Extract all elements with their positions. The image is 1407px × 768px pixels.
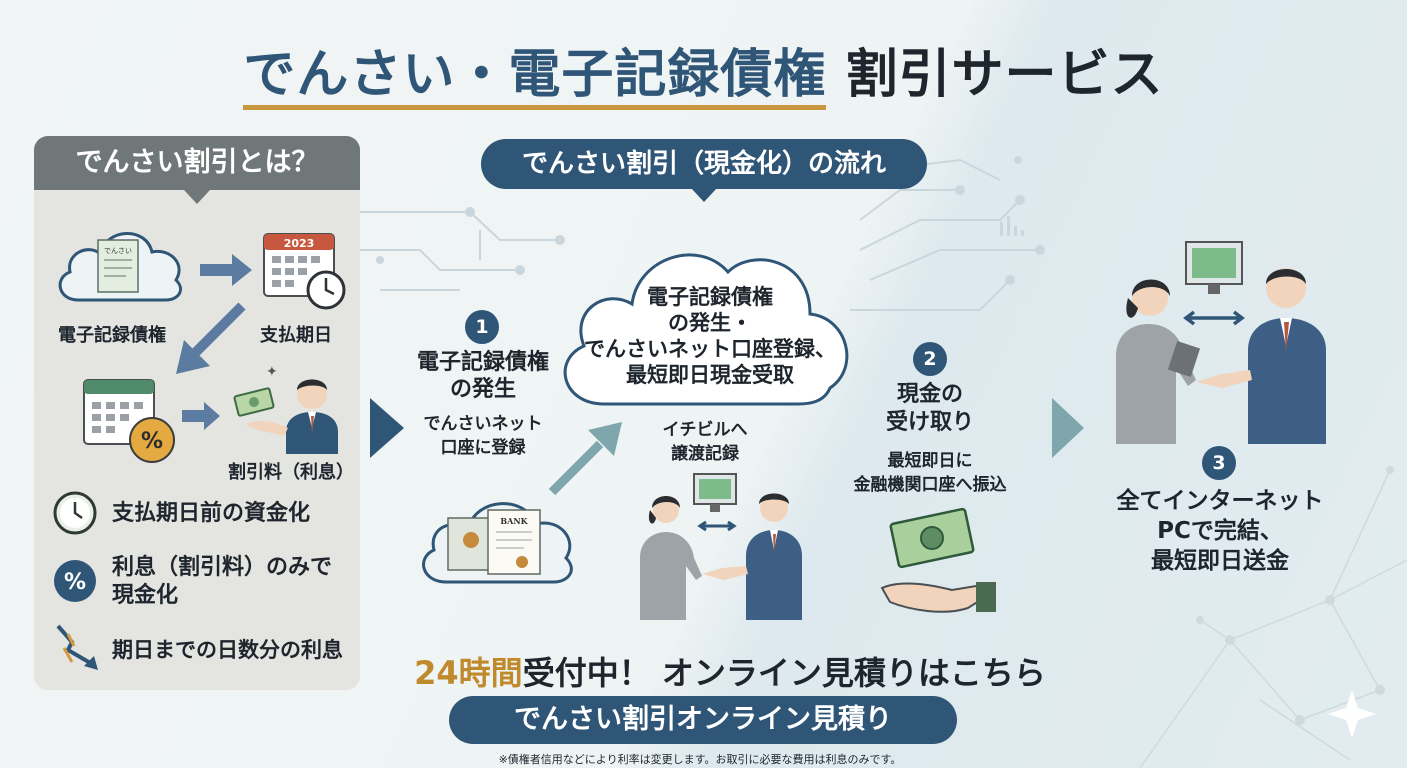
svg-text:%: %: [64, 570, 86, 595]
cloud-icon: [563, 253, 849, 406]
step-1-title: 電子記録債権 の発生: [416, 350, 549, 402]
cloud-description: 電子記録債権 の発生・ でんさいネット口座登録、 最短即日現金受取: [584, 285, 836, 387]
handshake-scene-large-icon: [1116, 241, 1326, 444]
svg-text:2023: 2023: [284, 237, 315, 250]
chevron-right-teal-icon: [1052, 398, 1084, 458]
svg-text:BANK: BANK: [500, 516, 528, 526]
step-3-title: 全てインターネット PCで完結、 最短即日送金: [1116, 488, 1324, 574]
step-2-title: 現金の 受け取り: [885, 382, 974, 435]
step-1-number: 1: [465, 310, 499, 344]
online-estimate-button[interactable]: でんさい割引オンライン見積り: [449, 696, 957, 744]
sparkle-icon: [1328, 690, 1376, 738]
step-2-number: 2: [913, 342, 947, 376]
left-panel-heading: でんさい割引とは？: [34, 136, 360, 204]
feature-prepayment: 支払期日前の資金化: [112, 501, 311, 526]
arrow-up-right-icon: [548, 422, 622, 496]
cta-24h: 24時間: [414, 654, 523, 692]
arrow-right-icon: [200, 254, 252, 286]
title-highlight: でんさい・電子記録債権: [243, 45, 827, 110]
label-ecredit: 電子記録債権: [58, 325, 166, 346]
cloud-certificate-icon: BANK: [422, 502, 573, 584]
label-due-date: 支払期日: [260, 325, 332, 346]
clock-icon: [53, 491, 97, 535]
cloud-document-icon: でんさい: [58, 232, 182, 302]
svg-text:✦: ✦: [266, 364, 278, 380]
cta-headline: 24時間受付中！ オンライン見積りはこちら: [380, 648, 1080, 694]
transfer-record-label: イチビルへ 譲渡記録: [662, 420, 748, 464]
label-discount-fee: 割引料（利息）: [228, 462, 354, 483]
cta-text: 受付中！ オンライン見積りはこちら: [522, 654, 1046, 692]
footnote: ※債権者信用などにより利率は変更します。お取引に必要な費用は利息のみです。: [498, 753, 902, 766]
money-hand-icon: [880, 507, 996, 613]
title-rest: 割引サービス: [845, 45, 1164, 105]
arrow-down-left-icon: [176, 302, 246, 374]
calendar-clock-icon: 2023: [263, 233, 346, 310]
arrow-right-small-icon: [182, 402, 220, 430]
chevron-right-icon: [370, 398, 404, 458]
step-2-sub: 最短即日に 金融機関口座へ振込: [853, 451, 1007, 495]
svg-text:でんさい: でんさい: [104, 247, 132, 255]
handshake-scene-icon: [640, 473, 802, 620]
feature-daily-interest: 期日までの日数分の利息: [112, 638, 343, 662]
calendar-percent-icon: %: [83, 379, 175, 463]
step-3-number: 3: [1202, 446, 1236, 480]
flow-heading: でんさい割引（現金化）の流れ: [481, 139, 927, 202]
page-title: でんさい・電子記録債権 割引サービス: [0, 32, 1407, 110]
businessman-money-icon: ✦: [233, 364, 338, 454]
percent-icon: %: [54, 560, 96, 602]
feature-interest-only: 利息（割引料）のみで 現金化: [112, 555, 333, 608]
step-1-sub: でんさいネット 口座に登録: [423, 414, 543, 458]
declining-arrow-icon: [56, 624, 98, 670]
svg-text:%: %: [141, 429, 163, 454]
